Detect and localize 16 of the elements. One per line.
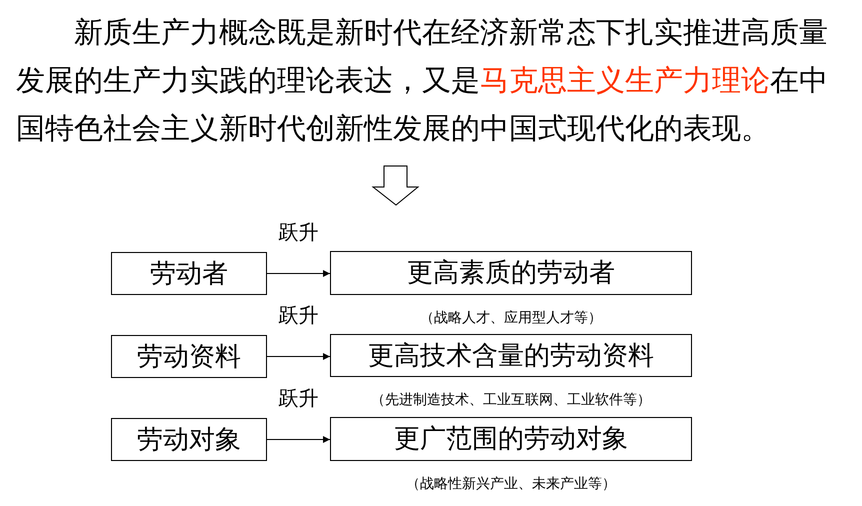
- process-box: 更高技术含量的劳动资料: [330, 334, 692, 377]
- arrow: [266, 436, 330, 443]
- process-box: 劳动对象: [111, 418, 267, 461]
- edge-label: 跃升: [278, 303, 318, 327]
- process-box: 更高素质的劳动者: [330, 251, 692, 295]
- paragraph: 新质生产力概念既是新时代在经济新常态下扎实推进高质量发展的生产力实践的理论表达，又是马克思主义生产力理论在中国特色社会主义新时代创新性发展的中国式现代化的表现。: [16, 8, 852, 152]
- edge-label: 跃升: [278, 386, 318, 410]
- arrow: [266, 270, 330, 277]
- edge-label: 跃升: [278, 220, 318, 244]
- note-text: （先进制造技术、工业互联网、工业软件等）: [371, 391, 651, 409]
- note-text: （战略性新兴产业、未来产业等）: [406, 475, 616, 493]
- arrow: [266, 353, 330, 360]
- process-box: 劳动者: [111, 252, 267, 295]
- process-box: 更广范围的劳动对象: [330, 417, 692, 461]
- process-box: 劳动资料: [111, 335, 267, 378]
- note-text: （战略人才、应用型人才等）: [420, 309, 602, 327]
